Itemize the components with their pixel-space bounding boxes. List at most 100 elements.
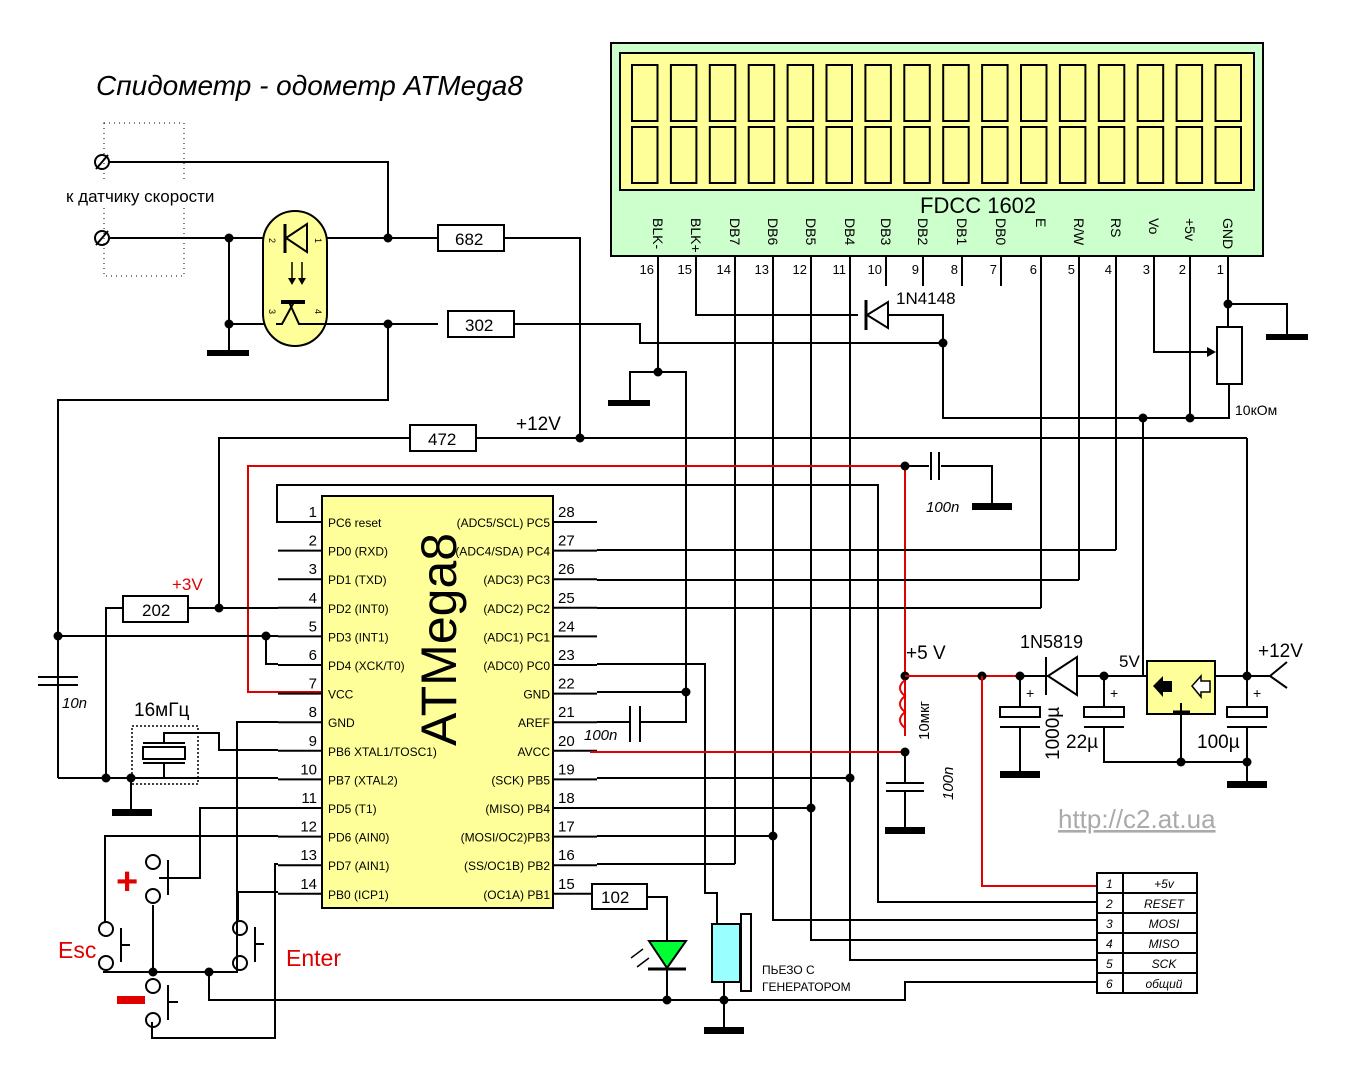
led-green xyxy=(647,940,688,970)
svg-text:ПЬЕЗО С: ПЬЕЗО С xyxy=(762,963,815,977)
mcu-pin-name: PD5 (T1) xyxy=(328,802,377,816)
mcu-pin-name: PB6 XTAL1/TOSC1) xyxy=(328,745,437,759)
isp-signal: MISO xyxy=(1149,937,1180,951)
mcu-pin-number: 28 xyxy=(558,504,575,521)
mcu-pin-name: (ADC0) PC0 xyxy=(483,659,550,673)
lcd-cell xyxy=(708,64,737,122)
lcd-module: FDCC 1602 BLK-16BLK+15DB714DB613DB512DB4… xyxy=(610,42,1264,277)
lcd-pin-number: 6 xyxy=(1030,262,1037,277)
lcd-pin-name: DB7 xyxy=(727,218,743,245)
mcu-pin-name: (ADC4/SDA) PC4 xyxy=(455,545,550,559)
mcu-pin-name: PD0 (RXD) xyxy=(328,545,388,559)
mcu-pin-name: (ADC2) PC2 xyxy=(483,602,550,616)
mcu-pin-name: PD4 (XCK/T0) xyxy=(328,659,405,673)
lcd-cell xyxy=(903,126,931,184)
lcd-pin-name: E xyxy=(1033,218,1049,227)
lcd-pin-number: 11 xyxy=(833,262,847,277)
svg-text:100n: 100n xyxy=(926,499,959,516)
mcu-pin-name: PD3 (INT1) xyxy=(328,630,389,644)
watermark: http://c2.at.ua xyxy=(1058,804,1216,834)
mcu-pin-name: AREF xyxy=(518,716,550,730)
mcu-pin-number: 19 xyxy=(558,761,575,778)
mcu-right-wiring: 100n 102 ПЬЕЗО С ГЕНЕРАТОРОМ xyxy=(584,549,1116,1034)
power-supply: 1N5819 5V + 1000µ + 22µ +12V xyxy=(999,632,1303,788)
button-esc[interactable]: Esc xyxy=(58,921,130,971)
lcd-pin-number: 12 xyxy=(793,262,807,277)
lcd-cell xyxy=(669,64,698,122)
mcu-pin-name: (ADC5/SCL) PC5 xyxy=(457,516,551,530)
mcu-pin-name: PD7 (AIN1) xyxy=(328,859,389,873)
label-12v-top: +12V xyxy=(516,414,561,435)
mcu-pin-number: 26 xyxy=(558,561,575,578)
lcd-pin-name: BLK- xyxy=(650,218,666,249)
lcd-cell xyxy=(1175,126,1204,184)
svg-text:Enter: Enter xyxy=(286,945,341,971)
svg-text:682: 682 xyxy=(455,230,483,249)
resistor-102 xyxy=(591,883,648,910)
button-plus[interactable]: + xyxy=(116,854,178,904)
mcu-pin-name: VCC xyxy=(328,688,354,702)
svg-text:472: 472 xyxy=(428,430,456,449)
svg-text:1N4148: 1N4148 xyxy=(896,289,956,308)
mcu-pin-number: 24 xyxy=(558,618,575,635)
isp-pin-number: 3 xyxy=(1106,917,1113,931)
lcd-cell xyxy=(1020,126,1048,184)
mcu-pin-name: (MISO) PB4 xyxy=(485,802,550,816)
lcd-pin-number: 3 xyxy=(1143,262,1150,277)
mcu-pin-number: 27 xyxy=(558,533,575,550)
mcu-left-wiring: +3V 202 10n 16мГц xyxy=(38,575,1097,1039)
lcd-cell xyxy=(747,126,776,184)
avcc-filter: +5 V 10мкг 100n xyxy=(885,643,1097,887)
lcd-pin-number: 4 xyxy=(1105,262,1112,277)
lcd-cell xyxy=(631,64,659,122)
svg-text:4: 4 xyxy=(313,309,323,314)
lcd-cell xyxy=(981,126,1009,184)
mcu-pin-name: PD1 (TXD) xyxy=(328,573,387,587)
lcd-pin-name: +5v xyxy=(1182,218,1198,241)
mcu-pin-number: 8 xyxy=(309,704,317,721)
mcu-pin-number: 5 xyxy=(309,618,317,635)
svg-text:+: + xyxy=(1253,685,1261,701)
lcd-model: FDCC 1602 xyxy=(920,193,1036,218)
svg-text:1: 1 xyxy=(313,238,323,243)
mcu-pin-number: 9 xyxy=(309,733,317,750)
resistor-472 xyxy=(409,424,477,452)
svg-text:+: + xyxy=(116,861,138,903)
lcd-pin-name: DB6 xyxy=(765,218,781,245)
lcd-pin-name: DB1 xyxy=(954,218,970,245)
mcu-pin-number: 20 xyxy=(558,733,575,750)
lcd-pin-name: BLK+ xyxy=(688,218,704,253)
lcd-pin-name: Vo xyxy=(1146,218,1162,235)
mcu-pin-name: (ADC1) PC1 xyxy=(483,630,550,644)
piezo-buzzer xyxy=(711,923,741,983)
lcd-cell xyxy=(1214,126,1242,184)
lcd-cell xyxy=(864,64,892,122)
lcd-cell xyxy=(669,126,698,184)
svg-text:10кОм: 10кОм xyxy=(1235,402,1277,418)
isp-signal: +5v xyxy=(1154,877,1175,891)
svg-text:302: 302 xyxy=(465,316,493,335)
isp-signal: MOSI xyxy=(1149,917,1180,931)
isp-pin-number: 1 xyxy=(1106,877,1113,891)
lcd-cell xyxy=(1058,64,1087,122)
crystal-16mhz xyxy=(131,725,199,785)
lcd-pin-number: 5 xyxy=(1068,262,1075,277)
mcu-pin-name: (OC1A) PB1 xyxy=(483,888,550,902)
lcd-cell xyxy=(786,126,815,184)
mcu-pin-name: (ADC3) PC3 xyxy=(483,573,550,587)
isp-pin-number: 5 xyxy=(1106,957,1113,971)
potentiometer-10k[interactable] xyxy=(1216,326,1243,385)
lcd-pin-name: GND xyxy=(1220,218,1236,249)
button-enter[interactable]: Enter xyxy=(232,920,341,971)
svg-text:2: 2 xyxy=(267,238,277,243)
svg-text:+: + xyxy=(1110,685,1118,701)
lcd-pin-number: 1 xyxy=(1217,262,1224,277)
ground-symbol xyxy=(207,350,249,356)
mcu-pin-number: 14 xyxy=(300,876,317,893)
mcu-pin-number: 18 xyxy=(558,790,575,807)
button-minus[interactable] xyxy=(117,978,178,1028)
svg-text:ГЕНЕРАТОРОМ: ГЕНЕРАТОРОМ xyxy=(762,980,851,994)
minus-sign xyxy=(117,996,145,1004)
